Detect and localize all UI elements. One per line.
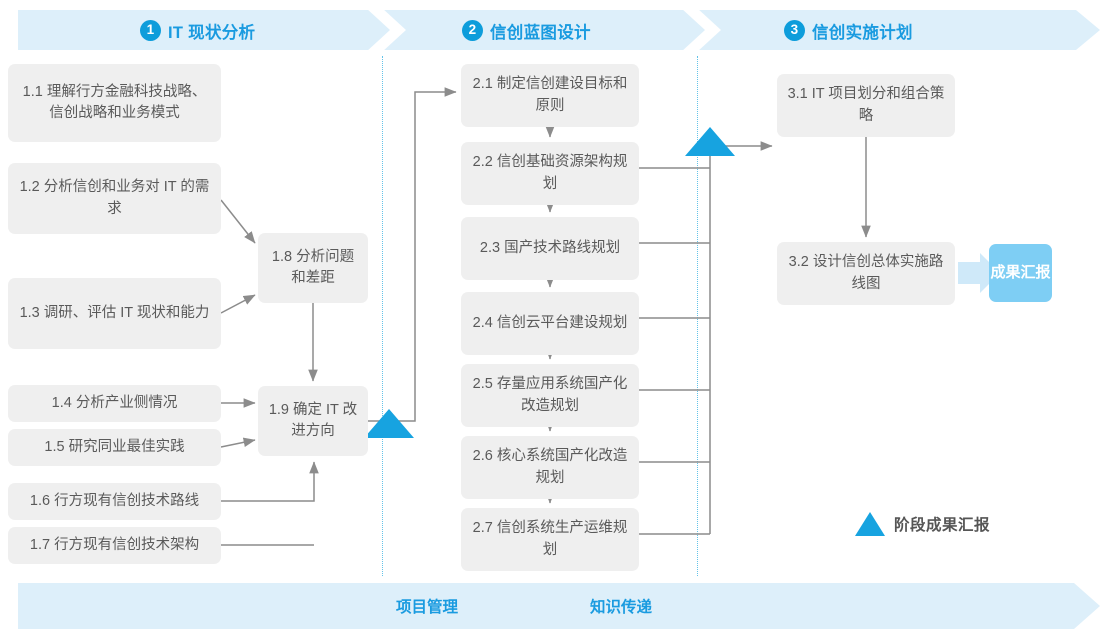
milestone-triangle-phase1	[364, 409, 414, 438]
phase-title-2: 2 信创蓝图设计	[462, 10, 591, 50]
phase-badge-1: 1	[140, 19, 161, 41]
process-box-1.6[interactable]: 1.6 行方现有信创技术路线	[8, 483, 221, 520]
process-box-2.1[interactable]: 2.1 制定信创建设目标和原则	[461, 64, 639, 127]
edge-1.2-to-1.8	[220, 199, 256, 244]
process-box-label: 1.7 行方现有信创技术架构	[29, 536, 200, 553]
process-box-label: 1.2 分析信创和业务对 IT 的需求	[19, 179, 210, 217]
process-box-3.2[interactable]: 3.2 设计信创总体实施路线图	[777, 242, 955, 305]
phase-badge-3: 3	[784, 19, 805, 41]
column-divider-2	[697, 56, 698, 576]
edge-1.6-to-1.9	[221, 461, 319, 502]
milestone-legend-label: 阶段成果汇报	[894, 517, 991, 534]
process-box-label: 2.7 信创系统生产运维规划	[472, 520, 628, 558]
edge-1.3-to-1.8	[220, 294, 256, 314]
process-box-1.2[interactable]: 1.2 分析信创和业务对 IT 的需求	[8, 163, 221, 234]
process-box-label: 1.4 分析产业侧情况	[51, 394, 178, 411]
process-box-label: 1.3 调研、评估 IT 现状和能力	[19, 304, 210, 321]
phase-label-1: IT 现状分析	[168, 23, 256, 42]
process-box-2.2[interactable]: 2.2 信创基础资源架构规划	[461, 142, 639, 205]
process-box-1.5[interactable]: 1.5 研究同业最佳实践	[8, 429, 221, 466]
process-box-1.3[interactable]: 1.3 调研、评估 IT 现状和能力	[8, 278, 221, 349]
process-box-1.9[interactable]: 1.9 确定 IT 改进方向	[258, 386, 368, 456]
process-box-label: 2.5 存量应用系统国产化改造规划	[472, 376, 628, 414]
process-box-3.1[interactable]: 3.1 IT 项目划分和组合策略	[777, 74, 955, 137]
phase-badge-2: 2	[462, 19, 483, 41]
process-box-label: 2.4 信创云平台建设规划	[472, 314, 628, 331]
footer-label-project-management: 项目管理	[396, 583, 458, 629]
phase-label-3: 信创实施计划	[812, 23, 913, 42]
process-box-label: 3.2 设计信创总体实施路线图	[788, 254, 944, 292]
footer-label-1-text: 知识传递	[590, 599, 653, 616]
column-divider-1	[382, 56, 383, 576]
process-box-2.6[interactable]: 2.6 核心系统国产化改造规划	[461, 436, 639, 499]
process-box-label: 3.1 IT 项目划分和组合策略	[787, 86, 945, 124]
process-box-1.8[interactable]: 1.8 分析问题和差距	[258, 233, 368, 303]
process-box-label: 2.3 国产技术路线规划	[479, 239, 621, 256]
result-report-box[interactable]: 成果汇报	[989, 244, 1052, 302]
process-box-label: 1.5 研究同业最佳实践	[44, 438, 185, 455]
process-box-label: 2.6 核心系统国产化改造规划	[472, 448, 628, 486]
phase-title-1: 1 IT 现状分析	[140, 10, 255, 50]
footer-label-0-text: 项目管理	[396, 599, 459, 616]
milestone-triangle-phase2	[685, 127, 735, 156]
process-box-label: 2.2 信创基础资源架构规划	[472, 154, 628, 192]
milestone-legend: 阶段成果汇报	[855, 512, 990, 536]
result-report-label: 成果汇报	[990, 263, 1051, 281]
footer-band	[18, 583, 1100, 629]
process-box-label: 2.1 制定信创建设目标和原则	[472, 76, 628, 114]
process-box-2.7[interactable]: 2.7 信创系统生产运维规划	[461, 508, 639, 571]
process-box-label: 1.6 行方现有信创技术路线	[29, 492, 200, 509]
process-box-1.1[interactable]: 1.1 理解行方金融科技战略、信创战略和业务模式	[8, 64, 221, 142]
process-box-label: 1.1 理解行方金融科技战略、信创战略和业务模式	[22, 83, 207, 121]
phase-label-2: 信创蓝图设计	[490, 23, 591, 42]
footer-label-knowledge-transfer: 知识传递	[590, 583, 652, 629]
phase-title-3: 3 信创实施计划	[784, 10, 913, 50]
phase-header-band	[18, 10, 1100, 50]
process-box-1.4[interactable]: 1.4 分析产业侧情况	[8, 385, 221, 422]
process-box-2.3[interactable]: 2.3 国产技术路线规划	[461, 217, 639, 280]
process-box-label: 1.8 分析问题和差距	[271, 248, 355, 286]
triangle-milestone-icon	[855, 512, 885, 536]
process-box-label: 1.9 确定 IT 改进方向	[268, 401, 358, 439]
process-box-2.5[interactable]: 2.5 存量应用系统国产化改造规划	[461, 364, 639, 427]
process-box-1.7[interactable]: 1.7 行方现有信创技术架构	[8, 527, 221, 564]
edge-1.5-to-1.9	[220, 437, 256, 448]
process-box-2.4[interactable]: 2.4 信创云平台建设规划	[461, 292, 639, 355]
